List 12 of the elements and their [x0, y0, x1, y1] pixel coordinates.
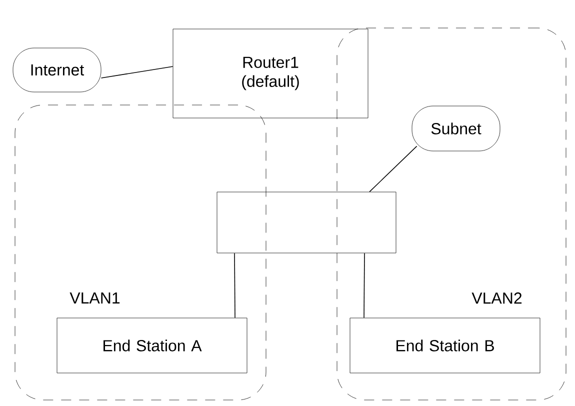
region-label: VLAN2 [472, 292, 522, 304]
device-box: End Station B [350, 318, 540, 374]
region-label: VLAN1 [70, 292, 120, 304]
device-box: Router1 (default) [172, 28, 368, 118]
cloud-label: Subnet [412, 106, 500, 152]
connector-line [364, 252, 365, 318]
connector-line [100, 66, 174, 78]
connector-line [369, 146, 418, 192]
device-box [216, 192, 396, 254]
connector-line [234, 252, 236, 318]
cloud-label: Internet [12, 48, 102, 92]
device-box: End Station A [56, 318, 248, 374]
